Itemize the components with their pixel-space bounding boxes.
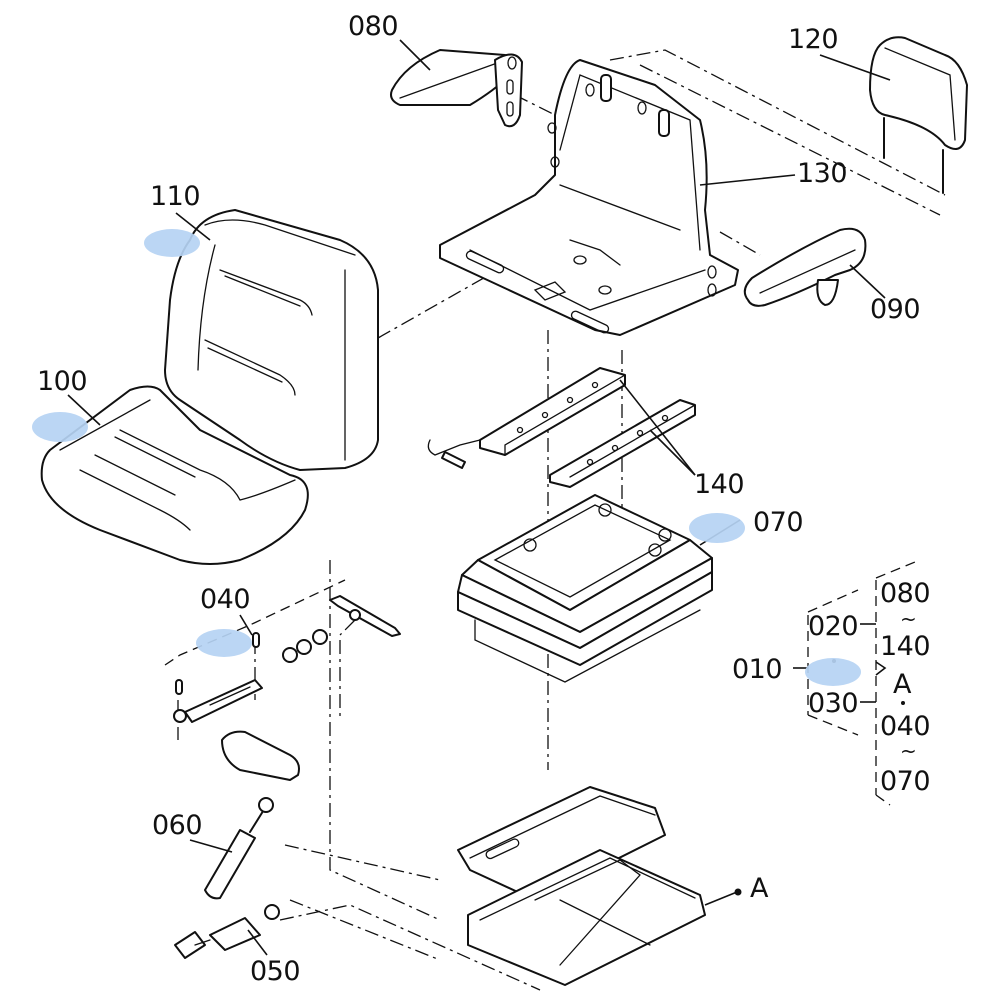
part-070-suspension-bellows[interactable] — [457, 494, 713, 683]
legend-range1-from: 080 — [880, 578, 930, 609]
callout-140[interactable]: 140 — [694, 469, 745, 500]
part-130-seat-frame[interactable] — [439, 59, 739, 336]
part-050-height-lever[interactable] — [174, 904, 280, 959]
legend-030[interactable]: 030 — [808, 688, 859, 719]
callout-110[interactable]: 110 — [150, 181, 201, 212]
callout-labels: 080 120 130 110 090 100 140 070 040 060 … — [37, 11, 931, 987]
leader-lines — [67, 39, 891, 956]
part-scissor-base[interactable] — [457, 786, 706, 986]
legend-range2-from: 040 — [880, 711, 930, 742]
legend-root-010[interactable]: 010 — [732, 654, 783, 685]
hotspot-070[interactable] — [689, 513, 745, 543]
assembly-legend — [793, 561, 916, 806]
legend-range2-tilde: ~ — [900, 739, 916, 763]
part-060-gas-spring[interactable] — [204, 797, 274, 900]
callout-100[interactable]: 100 — [37, 366, 88, 397]
legend-020[interactable]: 020 — [808, 611, 859, 642]
callout-090[interactable]: 090 — [870, 294, 921, 325]
part-140-slide-rails[interactable] — [427, 367, 696, 488]
part-080-left-armrest[interactable] — [390, 49, 523, 128]
legend-ref-a: A — [893, 669, 912, 700]
hotspot-110[interactable] — [144, 229, 200, 257]
part-040-adjuster-assembly[interactable] — [173, 595, 401, 781]
hotspot-010[interactable] — [805, 658, 861, 686]
legend-range1-to: 140 — [880, 631, 930, 662]
callout-120[interactable]: 120 — [788, 24, 839, 55]
callout-a[interactable]: A — [750, 873, 770, 904]
callout-070[interactable]: 070 — [753, 507, 804, 538]
callout-080[interactable]: 080 — [348, 11, 399, 42]
legend-range1-tilde: ~ — [900, 607, 916, 631]
callout-130[interactable]: 130 — [797, 158, 848, 189]
hotspot-040[interactable] — [196, 629, 252, 657]
point-a-marker — [734, 888, 742, 896]
hotspot-100[interactable] — [32, 412, 88, 442]
part-090-right-armrest[interactable] — [743, 227, 867, 307]
highlight-hotspots — [32, 229, 861, 686]
callout-060[interactable]: 060 — [152, 810, 203, 841]
callout-050[interactable]: 050 — [250, 956, 301, 987]
legend-range2-to: 070 — [880, 766, 930, 797]
callout-040[interactable]: 040 — [200, 584, 251, 615]
part-100-seat-cushion[interactable] — [40, 385, 309, 565]
part-110-backrest[interactable] — [164, 209, 379, 471]
part-120-headrest[interactable] — [869, 36, 968, 194]
